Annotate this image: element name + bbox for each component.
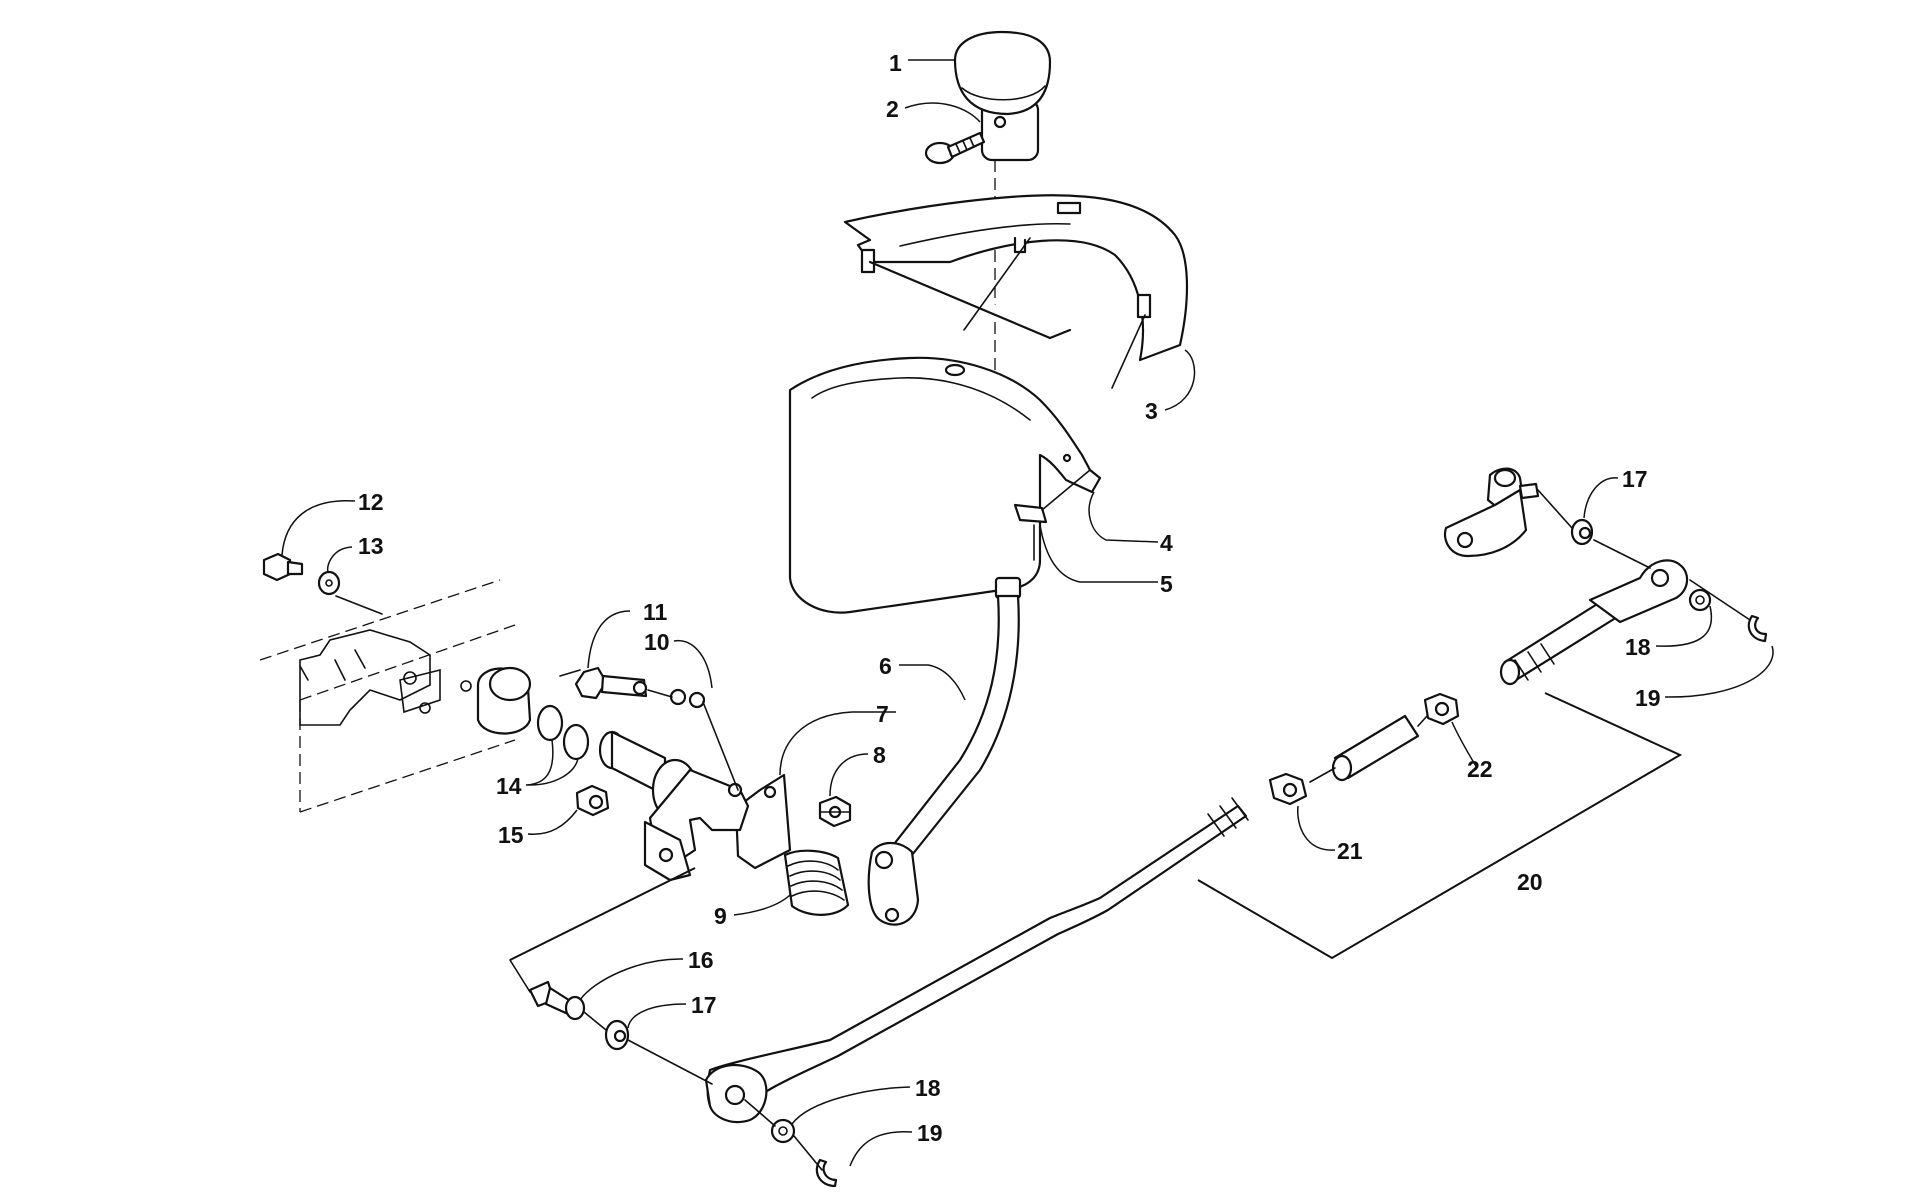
callout-21: 21 [1337,838,1363,864]
link-washer-upper [1688,588,1712,612]
link-bushing-lower [604,1019,630,1051]
lower-shift-cover [788,356,1102,614]
callout-3: 3 [1145,398,1158,424]
link-washer-lower [770,1118,796,1144]
shift-spacer [1013,503,1048,524]
jam-nut-21 [1268,772,1308,806]
link-washer-upper-hole [1695,595,1705,605]
callout-18-upper: 18 [1625,634,1651,660]
flange-nut-15 [575,784,610,817]
shift-arm [1443,467,1540,558]
return-spring [783,849,850,916]
callout-2: 2 [886,96,899,122]
callout-10: 10 [644,629,670,655]
upper-link-rod [1499,559,1689,686]
link-coupler [1331,714,1420,782]
callout-18-lower: 18 [915,1075,941,1101]
leader-lines [281,59,1774,1167]
shoulder-bolt [574,666,648,700]
shift-shaft-assembly [598,730,750,882]
e-clip-lower [815,1158,838,1188]
assembly-bracket-20 [1197,692,1683,960]
callout-19-lower: 19 [917,1120,943,1146]
callout-17-lower: 17 [691,992,717,1018]
washer-10a [669,688,687,706]
callout-6: 6 [879,653,892,679]
callout-12: 12 [358,489,384,515]
callout-16: 16 [688,947,714,973]
o-ring-14a [536,704,564,742]
shift-knob [953,30,1052,162]
knob-screw [924,131,986,165]
o-ring-14b [562,723,590,761]
lever-plate [734,773,792,870]
callout-13: 13 [358,533,384,559]
callout-15: 15 [498,822,524,848]
ball-stud [528,980,586,1021]
assembly-lines [335,237,1751,1171]
link-washer-lower-hole [778,1126,788,1136]
callout-11: 11 [643,599,668,625]
bracket-bolt [262,552,304,582]
callout-8: 8 [873,742,886,768]
callout-1: 1 [889,50,902,76]
callout-7: 7 [876,701,889,727]
link-bushing-upper [1570,518,1594,546]
bracket-washer [317,570,341,596]
callout-22: 22 [1467,756,1493,782]
callout-19-upper: 19 [1635,685,1661,711]
washer-10b [688,691,706,709]
frame-bracket [259,579,532,813]
shift-link-rod [704,797,1249,1124]
upper-shift-cover [843,194,1189,362]
jam-nut-22 [1423,692,1460,726]
callout-9: 9 [714,903,727,929]
callout-4: 4 [1160,530,1173,556]
lever-plate-hole [763,785,777,799]
callout-17-upper: 17 [1622,466,1648,492]
shift-lever [867,576,1022,926]
assembly-bracket-16 [509,867,696,961]
callout-14: 14 [496,773,522,799]
callout-5: 5 [1160,571,1173,597]
callout-20: 20 [1517,869,1543,895]
bracket-washer-hole [325,579,333,587]
e-clip-upper [1747,614,1768,643]
